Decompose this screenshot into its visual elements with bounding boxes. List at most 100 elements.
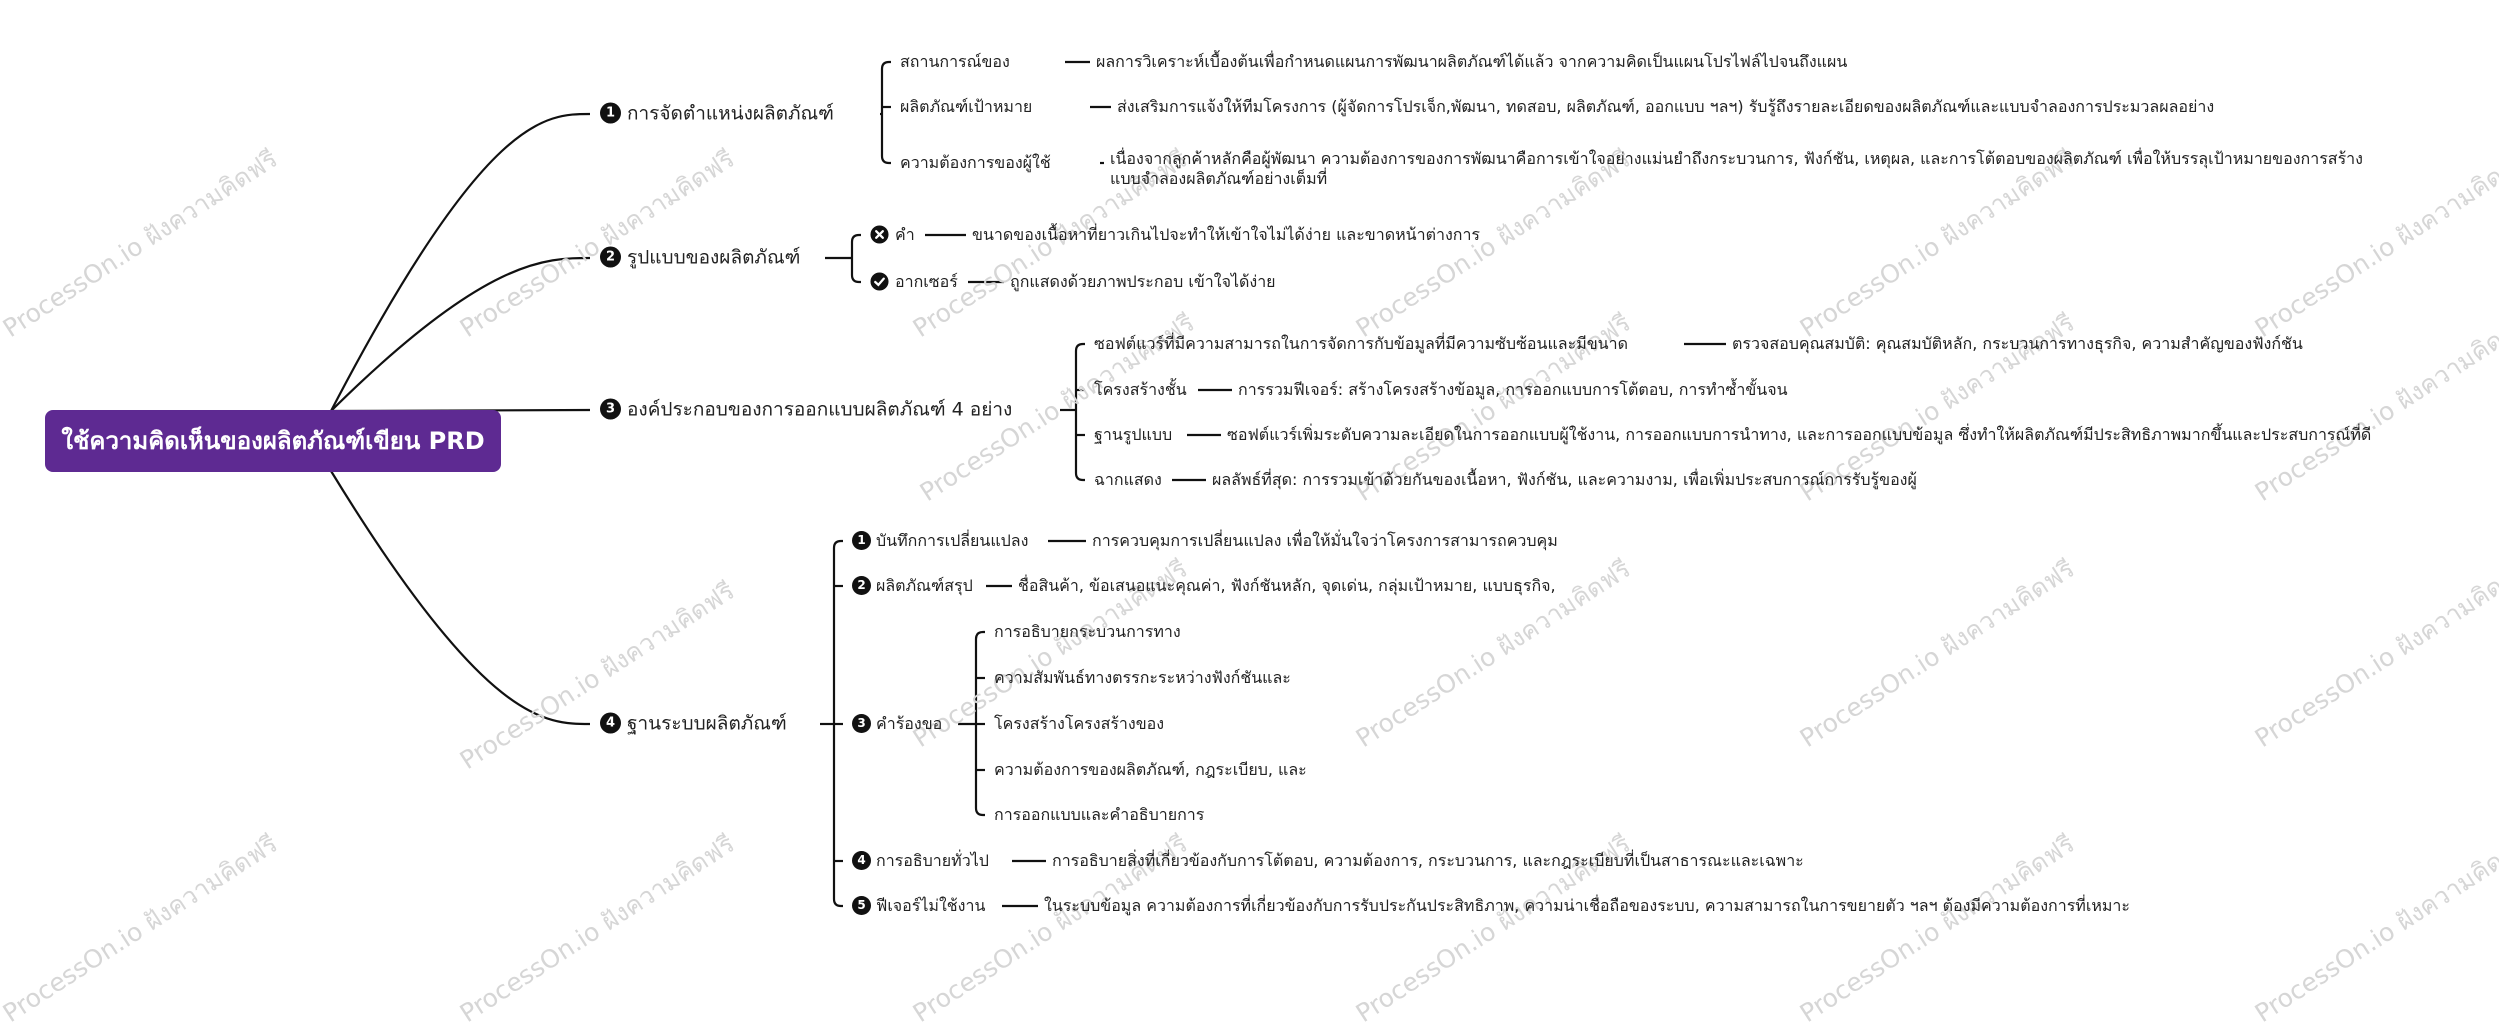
connector-line [330, 470, 591, 726]
node-label: ฉากแสดง [1094, 470, 1162, 489]
node-label: ซอฟต์แวร์เพิ่มระดับความละเอียดในการออกแบ… [1227, 425, 2372, 444]
node-label: ผลลัพธ์ที่สุด: การรวมเข้าด้วยกันของเนื้อ… [1212, 470, 1917, 489]
node-label: การอธิบายกระบวนการทาง [994, 622, 1181, 641]
node-label: โครงสร้างชั้น [1094, 380, 1187, 399]
node-label: ขนาดของเนื้อหาที่ยาวเกินไปจะทำให้เข้าใจไ… [972, 225, 1481, 244]
leaf-node[interactable]: ความสัมพันธ์ทางตรรกะระหว่างฟังก์ชันและ [994, 668, 1291, 688]
number-badge: 1 [852, 531, 871, 550]
leaf-node[interactable]: ซอฟต์แวร์เพิ่มระดับความละเอียดในการออกแบ… [1227, 425, 2371, 445]
number-badge: 5 [852, 896, 871, 915]
leaf-node[interactable]: การออกแบบและคำอธิบายการ [994, 805, 1204, 825]
node-label: ความต้องการของผู้ใช้ [900, 153, 1051, 172]
branch-node[interactable]: 4 ฐานระบบผลิตภัณฑ์ [600, 712, 787, 735]
leaf-node[interactable]: การอธิบายกระบวนการทาง [994, 622, 1181, 642]
leaf-node[interactable]: ความต้องการของผลิตภัณฑ์, กฎระเบียบ, และ [994, 760, 1307, 780]
connector-line [974, 630, 985, 640]
connector-line [330, 256, 591, 412]
branch-node[interactable]: 3 องค์ประกอบของการออกแบบผลิตภัณฑ์ 4 อย่าง [600, 398, 1013, 421]
node-label: อากเซอร์ [895, 272, 958, 291]
node-label: ถูกแสดงด้วยภาพประกอบ เข้าใจได้ง่าย [1010, 272, 1276, 291]
sub-branch-node[interactable]: ฉากแสดง [1094, 470, 1162, 490]
root-node[interactable]: ใช้ความคิดเห็นของผลิตภัณฑ์เขียน PRD [45, 410, 501, 472]
number-badge: 1 [600, 102, 621, 124]
node-label: การควบคุมการเปลี่ยนแปลง เพื่อให้มั่นใจว่… [1092, 531, 1558, 550]
leaf-node[interactable]: เนื่องจากลูกค้าหลักคือผู้พัฒนา ความต้องก… [1110, 149, 2363, 189]
connector-line [1074, 342, 1085, 352]
leaf-node[interactable]: ขนาดของเนื้อหาที่ยาวเกินไปจะทำให้เข้าใจไ… [972, 225, 1480, 245]
node-label-line: แบบจำลองผลิตภัณฑ์อย่างเต็มที่ [1110, 169, 1328, 188]
sub-branch-node[interactable]: 2 ผลิตภัณฑ์สรุป [852, 576, 973, 596]
connector-line [832, 539, 843, 549]
connector-line [880, 60, 891, 70]
node-label: คำร้องขอ [876, 714, 943, 733]
mind-map: ProcessOn.io ฝังความคิดฟรีProcessOn.io ฝ… [0, 52, 2499, 1028]
node-label: ความต้องการของผลิตภัณฑ์, กฎระเบียบ, และ [994, 760, 1307, 779]
sub-branch-node[interactable]: อากเซอร์ [870, 272, 958, 292]
sub-branch-node[interactable]: 4 การอธิบายทั่วไป [852, 851, 989, 871]
connector-line [832, 898, 843, 908]
leaf-node[interactable]: ถูกแสดงด้วยภาพประกอบ เข้าใจได้ง่าย [1010, 272, 1276, 292]
node-label: ฐานรูปแบบ [1094, 425, 1173, 444]
leaf-node[interactable]: ตรวจสอบคุณสมบัติ: คุณสมบัติหลัก, กระบวนก… [1732, 334, 2303, 354]
sub-branch-node[interactable]: ผลิตภัณฑ์เป้าหมาย [900, 97, 1032, 117]
leaf-node[interactable]: ผลลัพธ์ที่สุด: การรวมเข้าด้วยกันของเนื้อ… [1212, 470, 1917, 490]
sub-branch-node[interactable]: สถานการณ์ของ [900, 52, 1010, 72]
node-label: ในระบบข้อมูล ความต้องการที่เกี่ยวข้องกับ… [1044, 896, 2130, 915]
number-badge: 2 [600, 246, 621, 268]
node-label: การอธิบายสิ่งที่เกี่ยวข้องกับการโต้ตอบ, … [1052, 851, 1804, 870]
number-badge: 3 [852, 714, 871, 733]
sub-branch-node[interactable]: 5 ฟีเจอร์ไม่ใช้งาน [852, 896, 985, 916]
sub-branch-node[interactable]: ซอฟต์แวร์ที่มีความสามารถในการจัดการกับข้… [1094, 334, 1628, 354]
sub-branch-node[interactable]: 1 บันทึกการเปลี่ยนแปลง [852, 531, 1028, 551]
node-label: บันทึกการเปลี่ยนแปลง [876, 531, 1029, 550]
node-label: สถานการณ์ของ [900, 52, 1010, 71]
sub-branch-node[interactable]: คำ [870, 225, 915, 245]
connector-line [880, 155, 891, 165]
leaf-node[interactable]: การอธิบายสิ่งที่เกี่ยวข้องกับการโต้ตอบ, … [1052, 851, 1804, 871]
sub-branch-node[interactable]: โครงสร้างชั้น [1094, 380, 1187, 400]
leaf-node[interactable]: ชื่อสินค้า, ข้อเสนอแนะคุณค่า, ฟังก์ชันหล… [1018, 576, 1556, 596]
leaf-node[interactable]: ในระบบข้อมูล ความต้องการที่เกี่ยวข้องกับ… [1044, 896, 2130, 916]
connector-line [974, 807, 985, 817]
node-label: การอธิบายทั่วไป [876, 851, 989, 870]
leaf-node[interactable]: โครงสร้างโครงสร้างของ [994, 714, 1164, 734]
node-label: ชื่อสินค้า, ข้อเสนอแนะคุณค่า, ฟังก์ชันหล… [1018, 576, 1556, 595]
connector-line [850, 274, 861, 284]
node-label: ผลการวิเคราะห์เบื้องต้นเพื่อกำหนดแผนการพ… [1096, 52, 1848, 71]
node-label: การจัดตำแหน่งผลิตภัณฑ์ [627, 102, 834, 125]
node-label-line: เนื่องจากลูกค้าหลักคือผู้พัฒนา ความต้องก… [1110, 149, 2363, 168]
connector-lines [330, 60, 1726, 908]
sub-branch-node[interactable]: ฐานรูปแบบ [1094, 425, 1172, 445]
number-badge: 2 [852, 576, 871, 595]
branch-node[interactable]: 2 รูปแบบของผลิตภัณฑ์ [600, 246, 801, 269]
node-label: ผลิตภัณฑ์สรุป [876, 576, 973, 595]
connector-line [330, 112, 591, 412]
node-label: โครงสร้างโครงสร้างของ [994, 714, 1165, 733]
leaf-node[interactable]: การรวมฟีเจอร์: สร้างโครงสร้างข้อมูล, การ… [1238, 380, 1788, 400]
check-circle-icon [870, 272, 889, 291]
node-label: ตรวจสอบคุณสมบัติ: คุณสมบัติหลัก, กระบวนก… [1732, 334, 2303, 353]
node-label: การออกแบบและคำอธิบายการ [994, 805, 1205, 824]
node-label: การรวมฟีเจอร์: สร้างโครงสร้างข้อมูล, การ… [1238, 380, 1788, 399]
sub-branch-node[interactable]: 3 คำร้องขอ [852, 714, 942, 734]
sub-branch-node[interactable]: ความต้องการของผู้ใช้ [900, 153, 1051, 173]
node-label: ซอฟต์แวร์ที่มีความสามารถในการจัดการกับข้… [1094, 334, 1628, 353]
node-label: ฐานระบบผลิตภัณฑ์ [627, 712, 787, 735]
leaf-node[interactable]: ส่งเสริมการแจ้งให้ทีมโครงการ (ผู้จัดการโ… [1117, 97, 2214, 117]
cross-circle-icon [870, 225, 889, 244]
node-label: ฟีเจอร์ไม่ใช้งาน [876, 896, 986, 915]
number-badge: 3 [600, 398, 621, 420]
number-badge: 4 [600, 712, 621, 734]
node-label: รูปแบบของผลิตภัณฑ์ [627, 246, 801, 269]
node-label: คำ [895, 225, 915, 244]
number-badge: 4 [852, 851, 871, 870]
connector-line [1074, 472, 1085, 482]
connector-line [850, 233, 861, 243]
leaf-node[interactable]: ผลการวิเคราะห์เบื้องต้นเพื่อกำหนดแผนการพ… [1096, 52, 1847, 72]
node-label: ความสัมพันธ์ทางตรรกะระหว่างฟังก์ชันและ [994, 668, 1291, 687]
node-label: ส่งเสริมการแจ้งให้ทีมโครงการ (ผู้จัดการโ… [1117, 97, 2215, 116]
node-label: ผลิตภัณฑ์เป้าหมาย [900, 97, 1033, 116]
node-label: องค์ประกอบของการออกแบบผลิตภัณฑ์ 4 อย่าง [627, 398, 1013, 421]
branch-node[interactable]: 1 การจัดตำแหน่งผลิตภัณฑ์ [600, 102, 834, 125]
leaf-node[interactable]: การควบคุมการเปลี่ยนแปลง เพื่อให้มั่นใจว่… [1092, 531, 1558, 551]
